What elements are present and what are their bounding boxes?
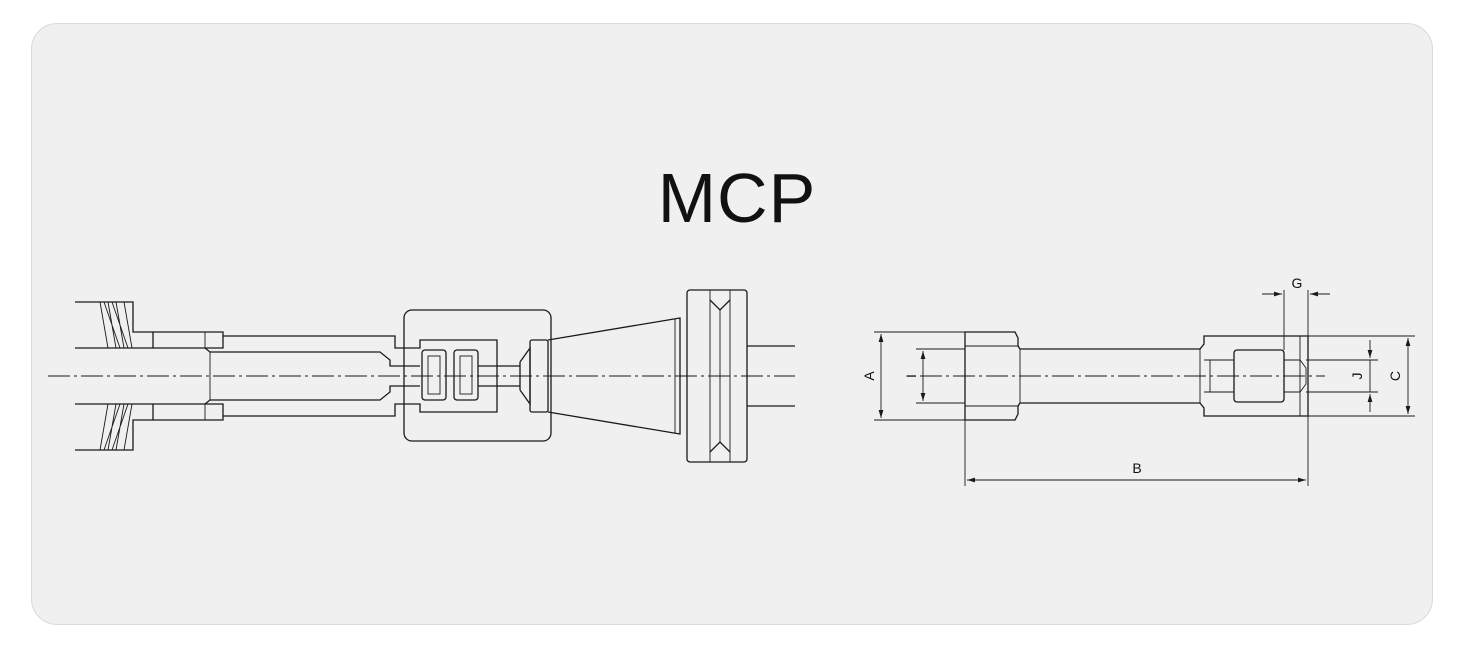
- diagram-card: [31, 23, 1433, 625]
- dim-label-a: A: [861, 371, 877, 381]
- dim-label-g: G: [1292, 275, 1303, 291]
- dimension-lines: [874, 290, 1415, 486]
- dim-label-b: B: [1132, 460, 1141, 476]
- dim-label-j: J: [1349, 373, 1365, 380]
- collet-part: [920, 331, 1325, 421]
- dim-label-c: C: [1387, 371, 1403, 381]
- dim-label-i: I: [903, 374, 919, 378]
- spring-hatch: [99, 301, 133, 451]
- diagram-title: MCP: [657, 159, 817, 237]
- holder-assembly: [48, 289, 795, 463]
